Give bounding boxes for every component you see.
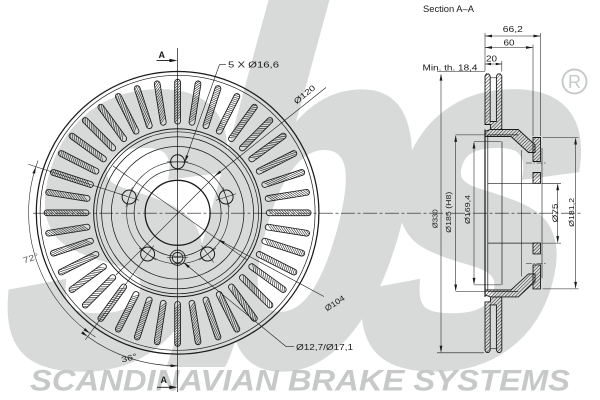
svg-text:Ø12,7/Ø17,1: Ø12,7/Ø17,1	[296, 342, 353, 352]
svg-text:36°: 36°	[120, 352, 138, 365]
svg-text:Ø181,2: Ø181,2	[567, 198, 576, 227]
svg-text:Ø169,4: Ø169,4	[463, 195, 472, 224]
svg-text:SCANDINAVIAN BRAKE SYSTEMS: SCANDINAVIAN BRAKE SYSTEMS	[30, 365, 570, 398]
svg-text:A: A	[161, 375, 168, 385]
svg-text:A: A	[159, 50, 166, 60]
svg-text:60: 60	[504, 39, 516, 48]
svg-text:20: 20	[486, 55, 498, 64]
svg-text:72°: 72°	[22, 251, 40, 265]
svg-text:Ø75: Ø75	[551, 204, 560, 223]
svg-text:Ø185 (H8): Ø185 (H8)	[444, 191, 453, 233]
svg-text:Min. th. 18,4: Min. th. 18,4	[423, 64, 479, 73]
svg-text:Ø330: Ø330	[431, 209, 440, 228]
svg-text:5 X Ø16,6: 5 X Ø16,6	[228, 61, 280, 70]
svg-text:66,2: 66,2	[503, 25, 524, 34]
svg-text:Section A–A: Section A–A	[423, 4, 475, 15]
svg-text:R: R	[568, 72, 581, 92]
